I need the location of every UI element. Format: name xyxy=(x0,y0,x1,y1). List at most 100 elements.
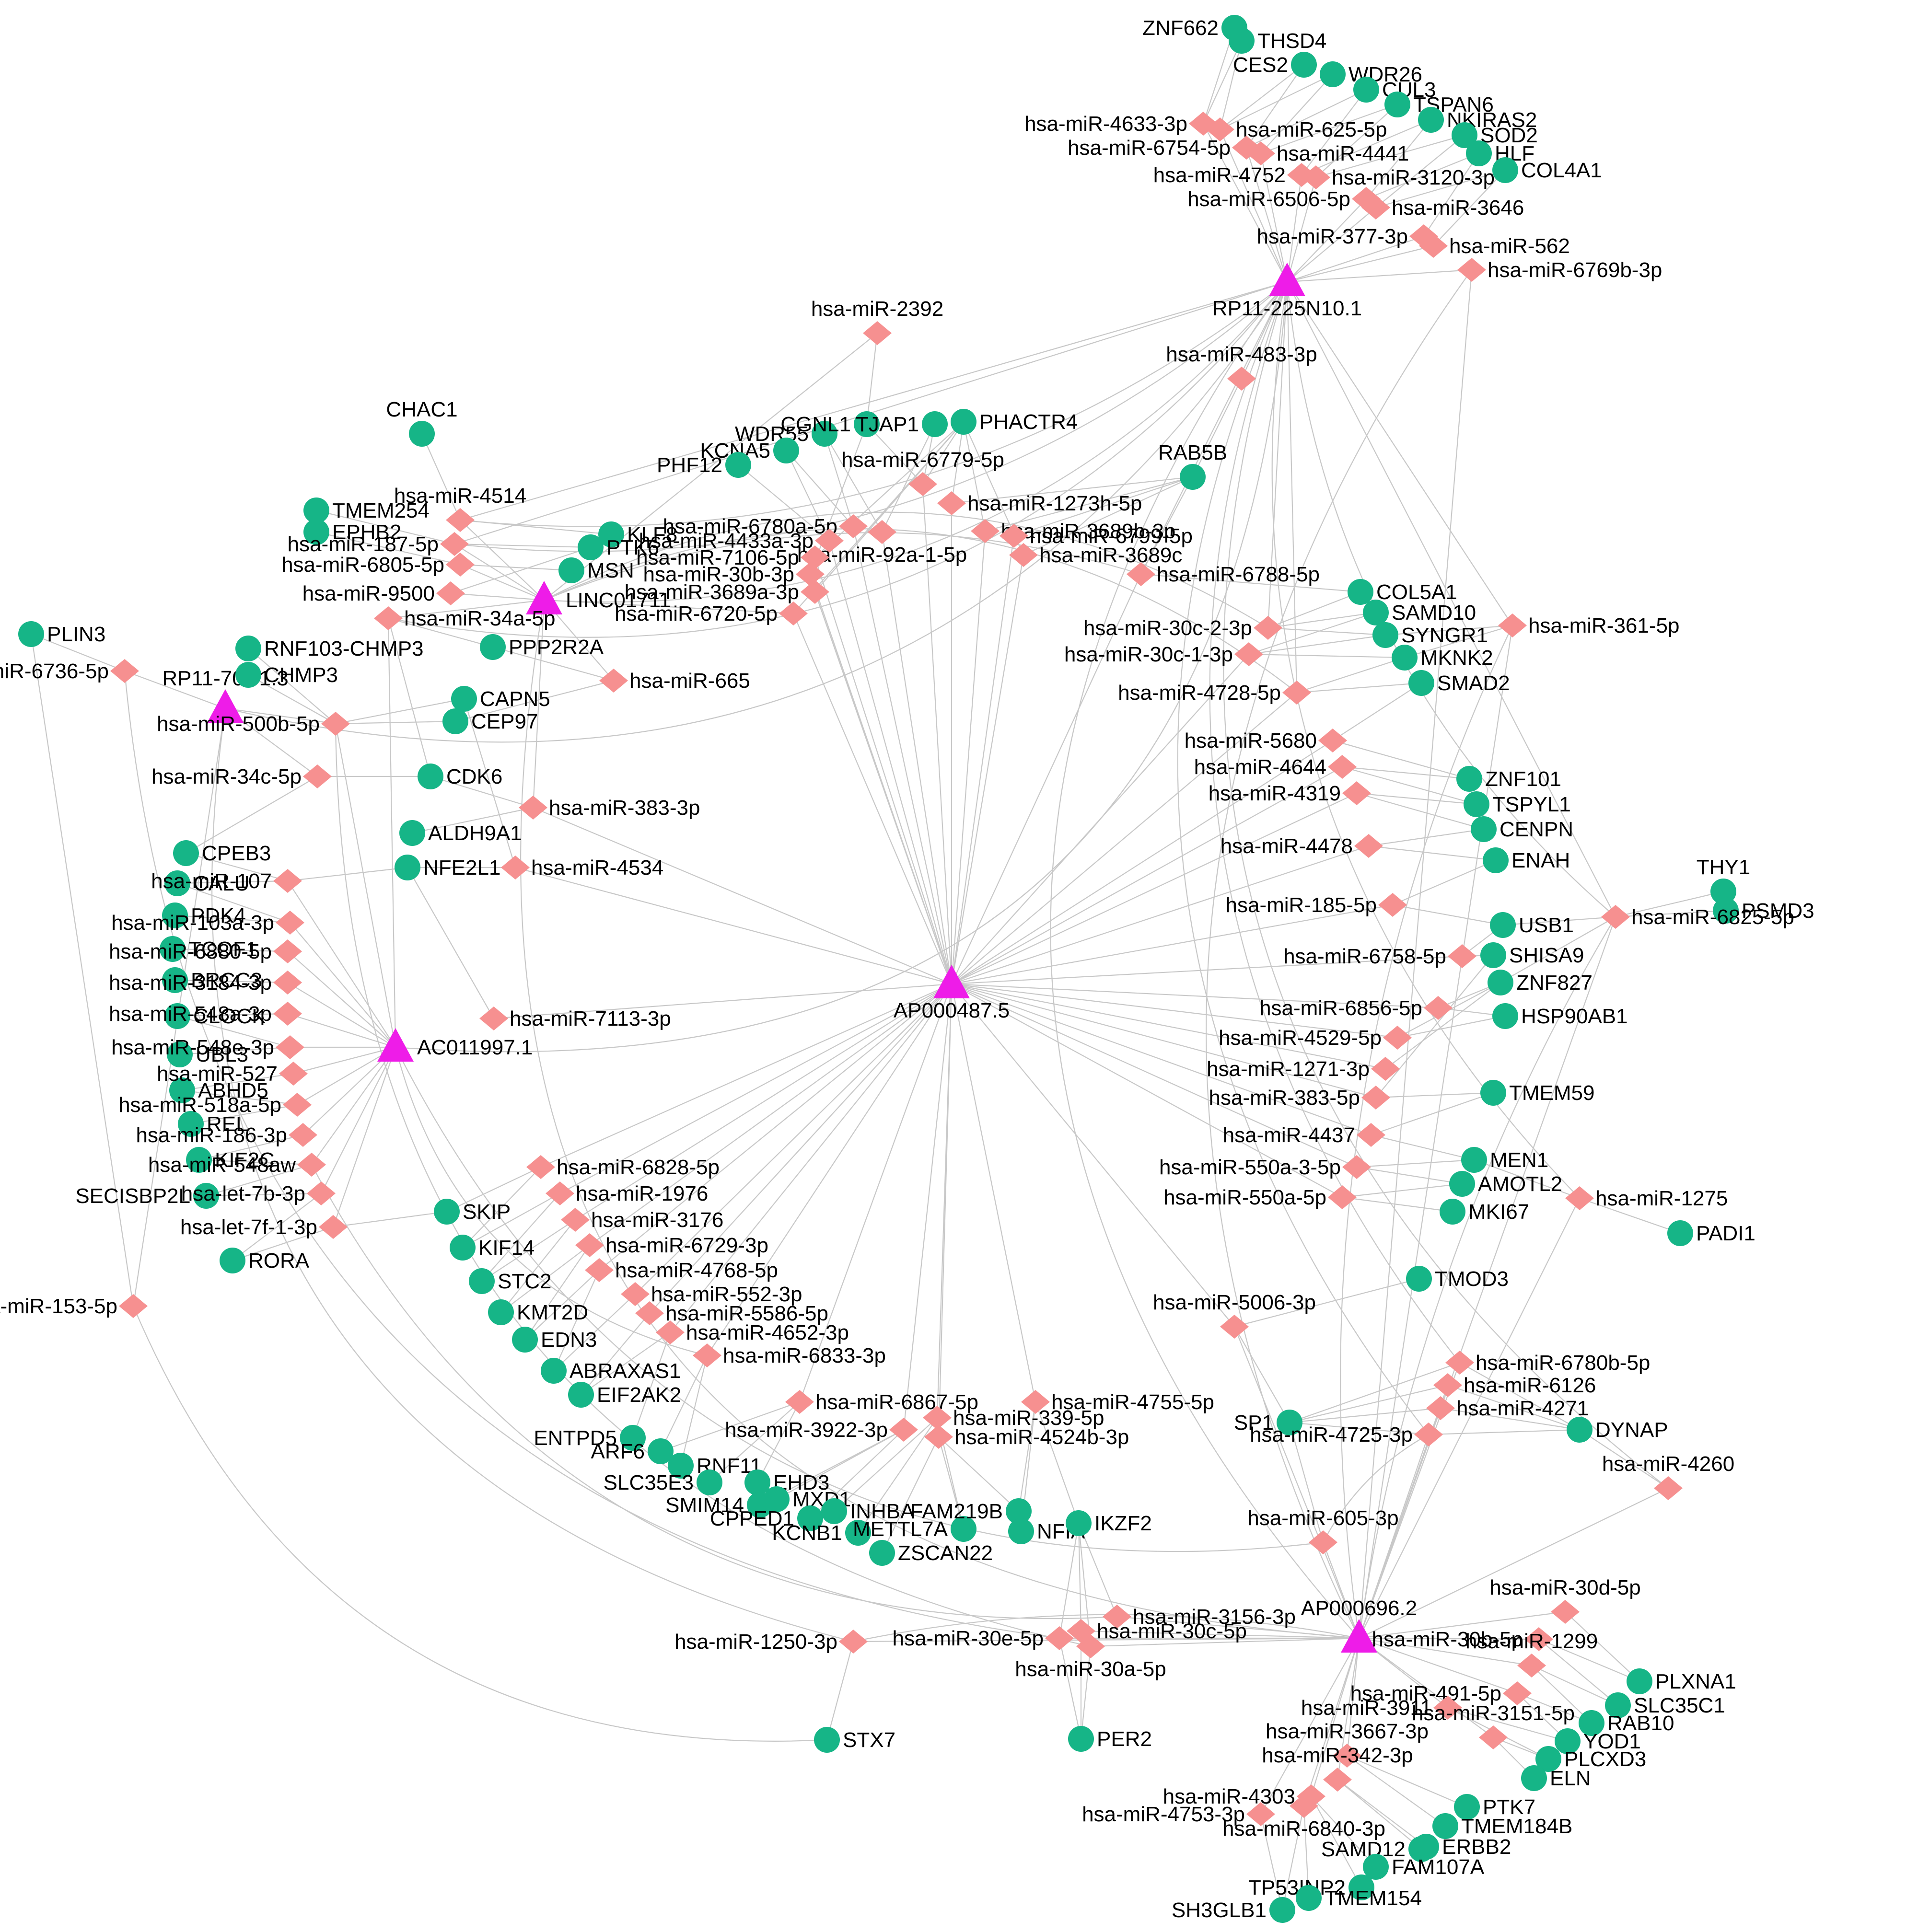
node-cep97[interactable]: CEP97 xyxy=(442,708,538,734)
node-hsa-mir-7113-3p[interactable]: hsa-miR-7113-3p xyxy=(479,1006,671,1030)
node-eif2ak2[interactable]: EIF2AK2 xyxy=(568,1382,681,1408)
node-dynap[interactable]: DYNAP xyxy=(1567,1417,1668,1443)
node-tcof1[interactable]: TCOF1 xyxy=(160,936,257,962)
node-hsa-mir-562[interactable]: hsa-miR-562 xyxy=(1419,234,1570,258)
node-hsa-mir-6720-5p[interactable]: hsa-miR-6720-5p xyxy=(615,602,808,625)
node-kcna5[interactable]: KCNA5 xyxy=(700,438,799,463)
node-hsa-mir-4514[interactable]: hsa-miR-4514 xyxy=(394,484,526,532)
node-ptk7[interactable]: PTK7 xyxy=(1454,1794,1535,1820)
node-ap000696-2[interactable]: AP000696.2 xyxy=(1301,1597,1417,1653)
node-hsa-mir-6779-5p[interactable]: hsa-miR-6779-5p xyxy=(841,448,1004,496)
node-cdk6[interactable]: CDK6 xyxy=(418,764,502,789)
node-hsa-mir-3151-5p[interactable]: hsa-miR-3151-5p xyxy=(1412,1701,1575,1749)
node-hsa-mir-9500[interactable]: hsa-miR-9500 xyxy=(302,581,465,605)
node-hsa-mir-5006-3p[interactable]: hsa-miR-5006-3p xyxy=(1153,1291,1316,1339)
node-hsa-mir-605-3p[interactable]: hsa-miR-605-3p xyxy=(1247,1506,1399,1554)
node-slc35c1[interactable]: SLC35C1 xyxy=(1605,1692,1725,1718)
node-sod2[interactable]: SOD2 xyxy=(1452,122,1538,148)
node-hsa-mir-4529-5p[interactable]: hsa-miR-4529-5p xyxy=(1219,1026,1412,1050)
node-hsa-mir-4433a-3p[interactable]: hsa-miR-4433a-3p xyxy=(639,529,844,553)
node-aldh9a1[interactable]: ALDH9A1 xyxy=(399,820,522,846)
node-shisa9[interactable]: SHISA9 xyxy=(1480,942,1584,968)
node-slc35e3[interactable]: SLC35E3 xyxy=(604,1469,722,1495)
node-hsa-mir-30c-2-3p[interactable]: hsa-miR-30c-2-3p xyxy=(1083,616,1282,640)
node-tmem59[interactable]: TMEM59 xyxy=(1480,1080,1594,1106)
node-hsa-mir-34c-5p[interactable]: hsa-miR-34c-5p xyxy=(151,764,332,788)
node-hsa-mir-4753-3p[interactable]: hsa-miR-4753-3p xyxy=(1082,1802,1275,1826)
node-sp1[interactable]: SP1 xyxy=(1234,1410,1302,1435)
node-abraxas1[interactable]: ABRAXAS1 xyxy=(541,1358,681,1384)
node-inhba[interactable]: INHBA xyxy=(821,1498,915,1524)
node-hsa-mir-3156-3p[interactable]: hsa-miR-3156-3p xyxy=(1103,1605,1296,1629)
node-per2[interactable]: PER2 xyxy=(1068,1726,1152,1752)
node-hsa-mir-483-3p[interactable]: hsa-miR-483-3p xyxy=(1166,343,1317,391)
node-cul3[interactable]: CUL3 xyxy=(1353,77,1436,103)
node-tp53inp2[interactable]: TP53INP2 xyxy=(1248,1874,1374,1900)
node-hsa-mir-6840-3p[interactable]: hsa-miR-6840-3p xyxy=(1222,1794,1385,1840)
node-hsa-mir-6780b-5p[interactable]: hsa-miR-6780b-5p xyxy=(1445,1351,1650,1375)
node-ap000487-5[interactable]: AP000487.5 xyxy=(894,965,1010,1022)
node-hsa-mir-30a-5p[interactable]: hsa-miR-30a-5p xyxy=(1015,1634,1166,1681)
node-hsa-mir-107[interactable]: hsa-miR-107 xyxy=(151,869,302,893)
node-hsa-mir-5680[interactable]: hsa-miR-5680 xyxy=(1185,729,1347,752)
node-cenpn[interactable]: CENPN xyxy=(1471,816,1573,842)
node-hsa-mir-3184-3p[interactable]: hsa-miR-3184-3p xyxy=(109,971,302,995)
node-col4a1[interactable]: COL4A1 xyxy=(1492,157,1602,183)
node-smad2[interactable]: SMAD2 xyxy=(1408,670,1510,696)
node-usb1[interactable]: USB1 xyxy=(1490,912,1574,938)
node-hsa-mir-1976[interactable]: hsa-miR-1976 xyxy=(546,1181,708,1205)
node-hsa-mir-4534[interactable]: hsa-miR-4534 xyxy=(501,856,663,879)
node-ces2[interactable]: CES2 xyxy=(1233,52,1317,78)
node-rel[interactable]: REL xyxy=(178,1111,248,1137)
node-tmem154[interactable]: TMEM154 xyxy=(1296,1885,1422,1911)
node-hsa-mir-185-5p[interactable]: hsa-miR-185-5p xyxy=(1226,893,1407,917)
node-hsa-mir-3689c[interactable]: hsa-miR-3689c xyxy=(1009,543,1182,567)
node-hsa-mir-339-5p[interactable]: hsa-miR-339-5p xyxy=(923,1406,1104,1430)
node-psmd3[interactable]: PSMD3 xyxy=(1713,898,1814,924)
node-thsd4[interactable]: THSD4 xyxy=(1229,28,1326,54)
node-hsa-mir-6729-3p[interactable]: hsa-miR-6729-3p xyxy=(575,1233,768,1257)
node-capn5[interactable]: CAPN5 xyxy=(451,686,550,712)
node-sh3glb1[interactable]: SH3GLB1 xyxy=(1172,1897,1295,1923)
node-hsa-mir-186-3p[interactable]: hsa-miR-186-3p xyxy=(136,1123,317,1147)
node-hsa-mir-6825-5p[interactable]: hsa-miR-6825-5p xyxy=(1601,905,1794,929)
node-rnf103-chmp3[interactable]: RNF103-CHMP3 xyxy=(235,636,424,661)
node-tspyl1[interactable]: TSPYL1 xyxy=(1464,791,1571,817)
node-linc01711[interactable]: LINC01711 xyxy=(526,581,671,614)
node-hsa-mir-6788-5p[interactable]: hsa-miR-6788-5p xyxy=(1127,562,1320,586)
node-hsa-mir-6867-5p[interactable]: hsa-miR-6867-5p xyxy=(785,1390,978,1414)
node-cpeb3[interactable]: CPEB3 xyxy=(173,840,271,866)
node-hsa-mir-3689b-3p[interactable]: hsa-miR-3689b-3p xyxy=(971,519,1175,543)
node-thy1[interactable]: THY1 xyxy=(1697,856,1750,904)
node-ac011997-1[interactable]: AC011997.1 xyxy=(377,1028,533,1062)
node-ikzf2[interactable]: IKZF2 xyxy=(1066,1510,1152,1536)
node-hsa-mir-6769b-3p[interactable]: hsa-miR-6769b-3p xyxy=(1457,258,1662,282)
node-phf12[interactable]: PHF12 xyxy=(657,452,751,478)
node-tjap1[interactable]: TJAP1 xyxy=(856,411,948,437)
node-hsa-let-7f-1-3p[interactable]: hsa-let-7f-1-3p xyxy=(180,1215,348,1239)
node-hsa-mir-7106-5p[interactable]: hsa-miR-7106-5p xyxy=(636,545,829,569)
node-rora[interactable]: RORA xyxy=(220,1248,310,1273)
node-syngr1[interactable]: SYNGR1 xyxy=(1372,622,1488,648)
node-hsa-mir-4271[interactable]: hsa-miR-4271 xyxy=(1426,1396,1589,1420)
node-hsa-mir-30d-5p[interactable]: hsa-miR-30d-5p xyxy=(1489,1576,1641,1624)
node-hsa-mir-342-3p[interactable]: hsa-miR-342-3p xyxy=(1262,1744,1413,1792)
node-hsa-mir-548aw[interactable]: hsa-miR-548aw xyxy=(148,1153,326,1177)
node-plxna1[interactable]: PLXNA1 xyxy=(1627,1668,1736,1694)
node-hsa-mir-4437[interactable]: hsa-miR-4437 xyxy=(1223,1123,1385,1147)
node-hsa-mir-4633-3p[interactable]: hsa-miR-4633-3p xyxy=(1024,112,1218,136)
node-hsa-mir-4768-5p[interactable]: hsa-miR-4768-5p xyxy=(585,1258,778,1282)
node-hsa-mir-3911[interactable]: hsa-miR-3911 xyxy=(1301,1696,1462,1720)
node-hsa-mir-6780a-5p[interactable]: hsa-miR-6780a-5p xyxy=(663,514,868,538)
node-hsa-mir-6856-5p[interactable]: hsa-miR-6856-5p xyxy=(1259,996,1453,1020)
node-eln[interactable]: ELN xyxy=(1521,1765,1591,1791)
node-kif2c[interactable]: KIF2C xyxy=(186,1147,275,1173)
node-klf8[interactable]: KLF8 xyxy=(598,521,677,547)
node-znf827[interactable]: ZNF827 xyxy=(1488,970,1593,995)
node-hsa-mir-6799-5p[interactable]: hsa-miR-6799-5p xyxy=(1000,524,1193,548)
node-yod1[interactable]: YOD1 xyxy=(1555,1728,1641,1754)
node-tmod3[interactable]: TMOD3 xyxy=(1406,1266,1509,1292)
node-hsa-mir-30c-1-3p[interactable]: hsa-miR-30c-1-3p xyxy=(1064,642,1263,666)
node-zscan22[interactable]: ZSCAN22 xyxy=(869,1540,993,1566)
node-hsa-mir-383-5p[interactable]: hsa-miR-383-5p xyxy=(1209,1086,1390,1110)
